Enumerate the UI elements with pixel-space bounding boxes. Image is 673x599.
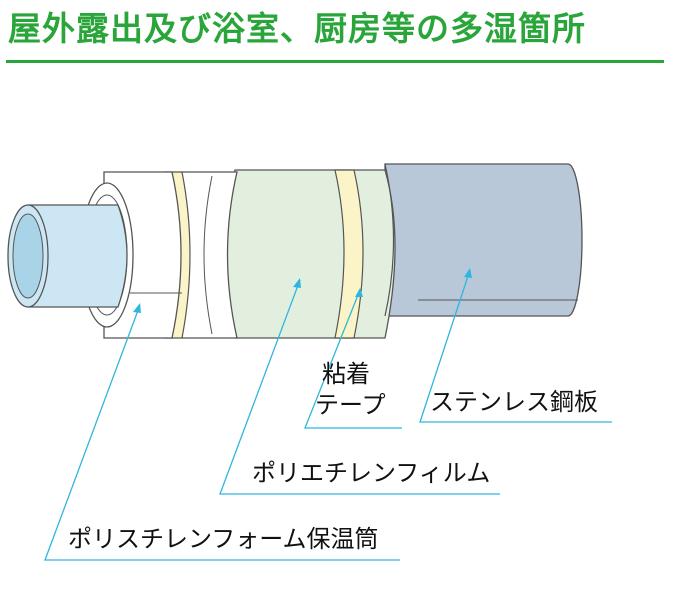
leader-polyethylene: [219, 279, 500, 495]
leader-stainless: [419, 269, 612, 423]
label-stainless-steel: ステンレス鋼板: [430, 388, 598, 416]
page-title: 屋外露出及び浴室、厨房等の多湿箇所: [8, 9, 586, 48]
label-polystyrene-foam: ポリスチレンフォーム保温筒: [68, 525, 379, 553]
title-underline: [6, 60, 664, 63]
leader-foam: [44, 304, 400, 561]
label-adhesive-tape-line2: テープ: [315, 391, 386, 419]
foam-insulation-outer: [181, 171, 238, 339]
stainless-steel-layer: [384, 163, 583, 317]
label-adhesive-tape-line1: 粘着: [322, 360, 370, 388]
polyethylene-film-layer: [224, 163, 396, 339]
leader-lines: [44, 269, 612, 561]
leader-adhesive-tape: [304, 289, 402, 429]
leader-arrowheads: [133, 268, 472, 313]
label-polyethylene-film: ポリエチレンフィルム: [252, 459, 490, 487]
inner-pipe: [7, 204, 128, 308]
